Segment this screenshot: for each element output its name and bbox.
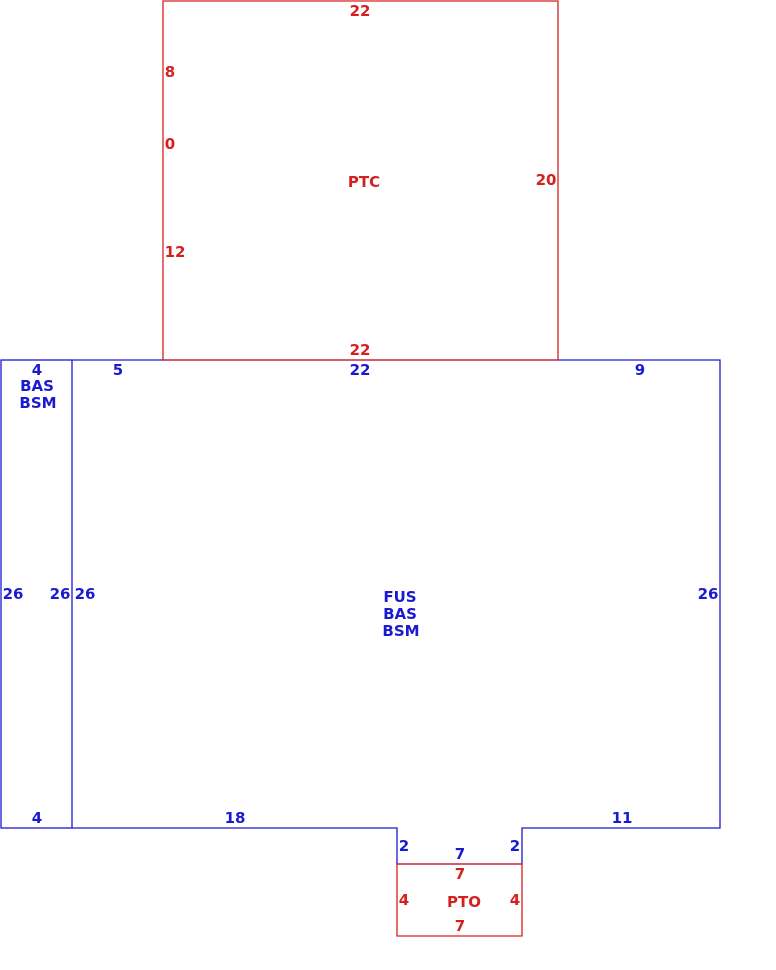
bas-strip-code-bsm: BSM: [19, 394, 56, 412]
main-top-left-dimension: 5: [113, 361, 123, 379]
pto-bottom-dimension: 7: [455, 917, 465, 935]
main-right-dimension: 26: [698, 585, 719, 603]
main-notch-right-dimension: 2: [510, 837, 520, 855]
ptc-left-dimension-0: 0: [165, 135, 175, 153]
pto-top-dimension: 7: [455, 865, 465, 883]
main-bottom-left-dimension: 18: [225, 809, 246, 827]
pto-left-dimension: 4: [399, 891, 409, 909]
ptc-outline: [162, 0, 559, 361]
main-top-right-dimension: 9: [635, 361, 645, 379]
main-notch-left-dimension: 2: [399, 837, 409, 855]
ptc-code-label: PTC: [348, 173, 380, 191]
bas-strip-code-bas: BAS: [20, 377, 54, 395]
main-code-fus: FUS: [383, 588, 416, 606]
ptc-left-dimension-12: 12: [165, 243, 186, 261]
main-bottom-right-dimension: 11: [612, 809, 633, 827]
pto-code-label: PTO: [447, 893, 481, 911]
ptc-left-dimension-8: 8: [165, 63, 175, 81]
bas-strip-outline: [0, 359, 73, 829]
ptc-bottom-dimension: 22: [350, 341, 371, 359]
bas-strip-top-dimension: 4: [32, 361, 42, 379]
main-code-bsm: BSM: [382, 622, 419, 640]
ptc-right-dimension: 20: [536, 171, 557, 189]
pto-outline: [396, 863, 523, 937]
main-top-mid-dimension: 22: [350, 361, 371, 379]
pto-right-dimension: 4: [510, 891, 520, 909]
ptc-top-dimension: 22: [350, 2, 371, 20]
bas-strip-bottom-dimension: 4: [32, 809, 42, 827]
main-code-bas: BAS: [383, 605, 417, 623]
main-area-outline: [72, 359, 721, 865]
main-notch-bottom-dimension: 7: [455, 845, 465, 863]
patio-outlines: [162, 0, 559, 937]
bas-strip-left-dimension: 26: [3, 585, 24, 603]
building-outline: [0, 359, 721, 865]
main-left-dimension: 26: [75, 585, 96, 603]
bas-strip-right-dimension: 26: [50, 585, 71, 603]
